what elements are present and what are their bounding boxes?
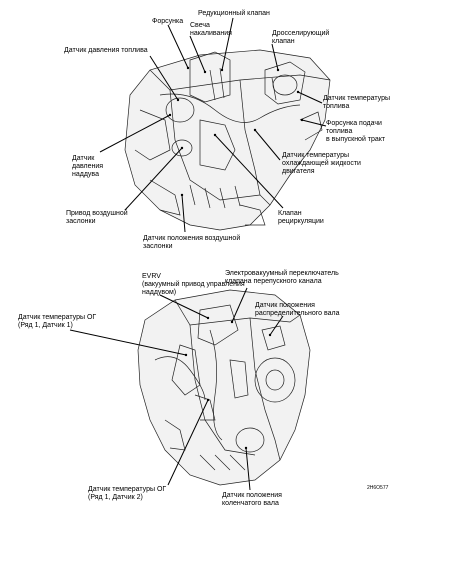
label-coolant-temp-sensor: Датчик температуры охлаждающей жидкости …	[282, 152, 361, 175]
label-camshaft-sensor: Датчик положения распределительного вала	[255, 302, 340, 317]
label-bypass-switch: Электровакуумный переключатель клапана п…	[225, 270, 339, 285]
figure-code: 2H6O577	[367, 485, 389, 491]
label-air-flap-position-sensor: Датчик положения воздушной заслонки	[143, 235, 241, 250]
label-eg-temp-sensor-1: Датчик температуры ОГ (Ряд 1, Датчик 1)	[18, 314, 97, 329]
engine-illustration-top	[124, 49, 331, 231]
label-injector: Форсунка	[152, 18, 184, 25]
label-boost-pressure-sensor: Датчик давления наддува	[72, 155, 104, 178]
label-fuel-pressure-sensor: Датчик давления топлива	[64, 47, 148, 54]
label-glow-plug: Свеча накаливания	[190, 22, 232, 37]
label-evrv: EVRV (вакуумный привод управления наддув…	[142, 273, 245, 296]
label-throttle-valve: Дросселирующий клапан	[272, 30, 330, 45]
label-exhaust-injector: Форсунка подачи топлива в выпускной трак…	[326, 120, 386, 143]
label-crankshaft-sensor: Датчик положения коленчатого вала	[222, 492, 282, 507]
label-egr-valve: Клапан рециркуляции	[278, 210, 324, 225]
label-air-flap-drive: Привод воздушной заслонки	[66, 210, 128, 225]
engine-illustration-bottom	[137, 289, 311, 486]
label-reduction-valve: Редукционный клапан	[198, 10, 270, 17]
label-eg-temp-sensor-2: Датчик температуры ОГ (Ряд 1, Датчик 2)	[88, 486, 167, 501]
leader-lines-top	[99, 17, 327, 233]
label-fuel-temp-sensor: Датчик температуры топлива	[323, 95, 391, 110]
leader-lines-bottom	[69, 287, 284, 491]
